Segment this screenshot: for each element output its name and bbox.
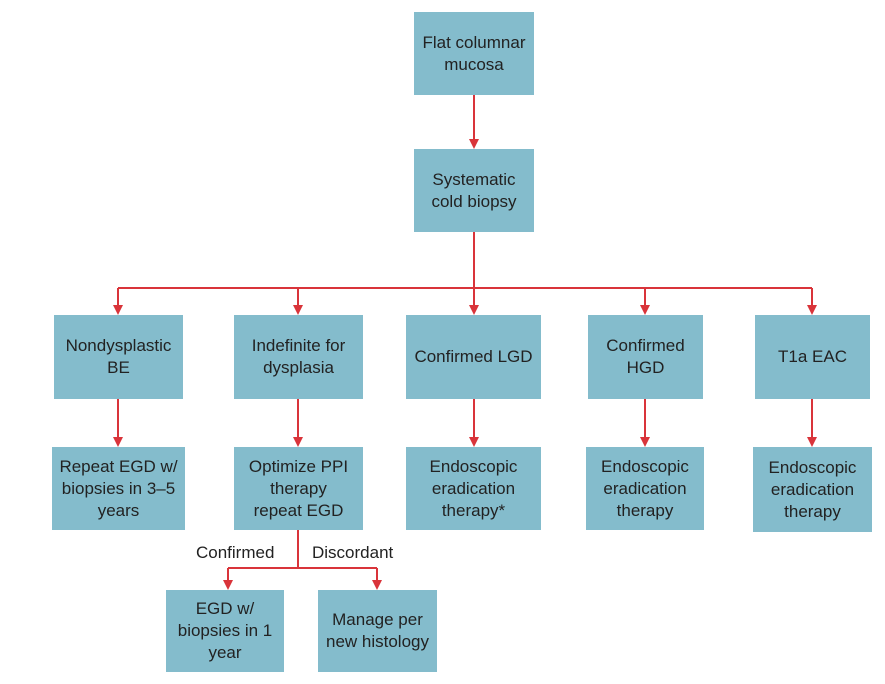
node-endoscopic-eradication-hgd: Endoscopic eradication therapy [586, 447, 704, 530]
node-endoscopic-eradication-eac: Endoscopic eradication therapy [753, 447, 872, 532]
node-repeat-egd: Repeat EGD w/ biopsies in 3–5 years [52, 447, 185, 530]
node-confirmed-hgd: Confirmed HGD [588, 315, 703, 399]
node-manage-new-histology: Manage per new histology [318, 590, 437, 672]
node-endoscopic-eradication-lgd: Endoscopic eradication therapy* [406, 447, 541, 530]
node-systematic-cold-biopsy: Systematic cold biopsy [414, 149, 534, 232]
node-flat-columnar-mucosa: Flat columnar mucosa [414, 12, 534, 95]
node-indefinite-for-dysplasia: Indefinite for dysplasia [234, 315, 363, 399]
node-nondysplastic-be: Nondysplastic BE [54, 315, 183, 399]
node-egd-biopsies-1-year: EGD w/ biopsies in 1 year [166, 590, 284, 672]
node-t1a-eac: T1a EAC [755, 315, 870, 399]
branch-label-discordant: Discordant [312, 543, 394, 562]
node-optimize-ppi: Optimize PPI therapy repeat EGD [234, 447, 363, 530]
branch-label-confirmed: Confirmed [196, 543, 275, 562]
node-confirmed-lgd: Confirmed LGD [406, 315, 541, 399]
